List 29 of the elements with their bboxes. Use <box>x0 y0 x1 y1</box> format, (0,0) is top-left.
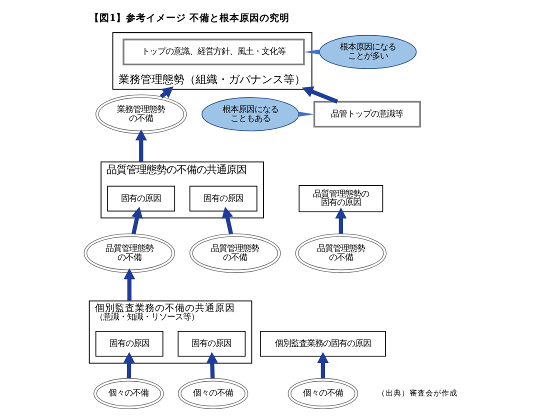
node-box: 品管トップの意識等 <box>312 100 420 128</box>
node-ellipse: 根本原因になることもある <box>201 97 299 132</box>
node-ellipse: 個々の不備 <box>177 378 248 410</box>
arrow <box>206 352 218 378</box>
arrow <box>130 206 142 234</box>
arrow <box>134 129 146 162</box>
diagram-title: 【図1】参考イメージ 不備と根本原因の究明 <box>88 13 289 24</box>
node-box: 固有の原因 <box>106 186 175 212</box>
node-ellipse: 品質管理態勢の不備 <box>294 233 386 273</box>
node-ellipse: 個々の不備 <box>93 378 164 410</box>
node-box: 品質管理態勢の固有の原因 <box>298 185 383 212</box>
node-box: 固有の原因 <box>94 330 163 357</box>
node-box: 固有の原因 <box>177 330 246 357</box>
arrow <box>122 352 134 378</box>
node-box: 個別監査業務の固有の原因 <box>259 330 386 357</box>
arrow <box>221 206 233 234</box>
node-ellipse: 業務管理態勢の不備 <box>95 94 186 134</box>
arrow <box>301 86 338 104</box>
node-box: 固有の原因 <box>188 186 257 212</box>
connector <box>298 112 314 117</box>
node-ellipse: 根本原因になることが多い <box>318 34 416 70</box>
arrow <box>316 352 328 378</box>
arrow <box>123 268 135 301</box>
arrow <box>334 208 346 234</box>
connector <box>304 50 319 54</box>
node-ellipse: 品質管理態勢の不備 <box>83 233 175 273</box>
node-ellipse: 個々の不備 <box>287 378 358 410</box>
node-ellipse: 品質管理態勢の不備 <box>189 233 280 273</box>
node-box: トップの意識、経営方針、風土・文化等 <box>122 38 304 66</box>
